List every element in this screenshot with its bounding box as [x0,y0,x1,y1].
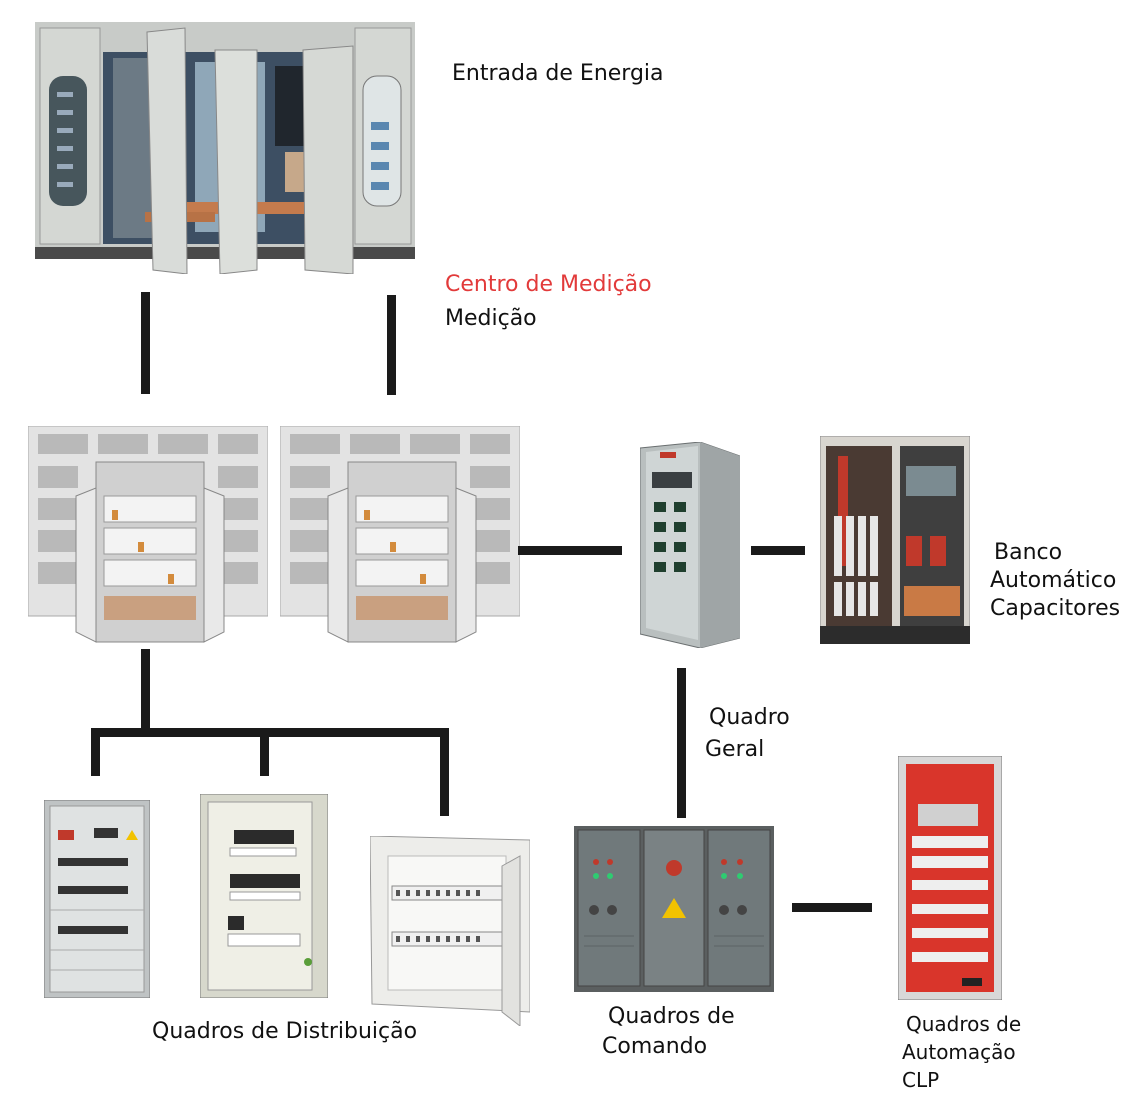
quadro-geral-panel [640,442,740,648]
line-quadro-geral-to-banco [751,546,805,555]
centro-medicao-panel-1 [28,426,268,648]
line-medicao-down [141,649,150,734]
label-quadros-distribuicao: Quadros de Distribuição [152,1019,418,1044]
quadro-distribuicao-2 [200,794,328,998]
label-banco-capacitores: Banco Automático Capacitores [990,540,1121,621]
label-quadros-automacao: Quadros de Automação CLP [902,1012,1022,1092]
line-distribuicao-drop-2 [260,728,269,776]
quadros-comando-panel [574,826,774,992]
label-centro-medicao: Centro de Medição [445,272,652,297]
line-quadro-geral-to-comando [677,668,686,818]
label-medicao: Medição [445,306,537,331]
line-entrada-to-medicao-right [387,295,396,395]
label-quadro-geral: Quadro Geral [705,705,790,762]
line-distribuicao-drop-1 [91,728,100,776]
line-comando-to-automacao [792,903,872,912]
line-medicao-to-quadro-geral [518,546,622,555]
centro-medicao-panel-2 [280,426,520,648]
quadro-distribuicao-1 [44,800,150,998]
label-entrada-energia: Entrada de Energia [452,61,664,86]
line-distribuicao-horizontal [91,728,449,737]
entrada-energia-switchgear [35,22,415,274]
label-quadros-comando: Quadros de Comando [602,1004,735,1059]
quadro-distribuicao-3 [370,836,530,1026]
quadros-automacao-panel [898,756,1002,1000]
line-distribuicao-drop-3 [440,728,449,816]
banco-capacitores-panel [820,436,970,644]
line-entrada-to-medicao-left [141,292,150,394]
